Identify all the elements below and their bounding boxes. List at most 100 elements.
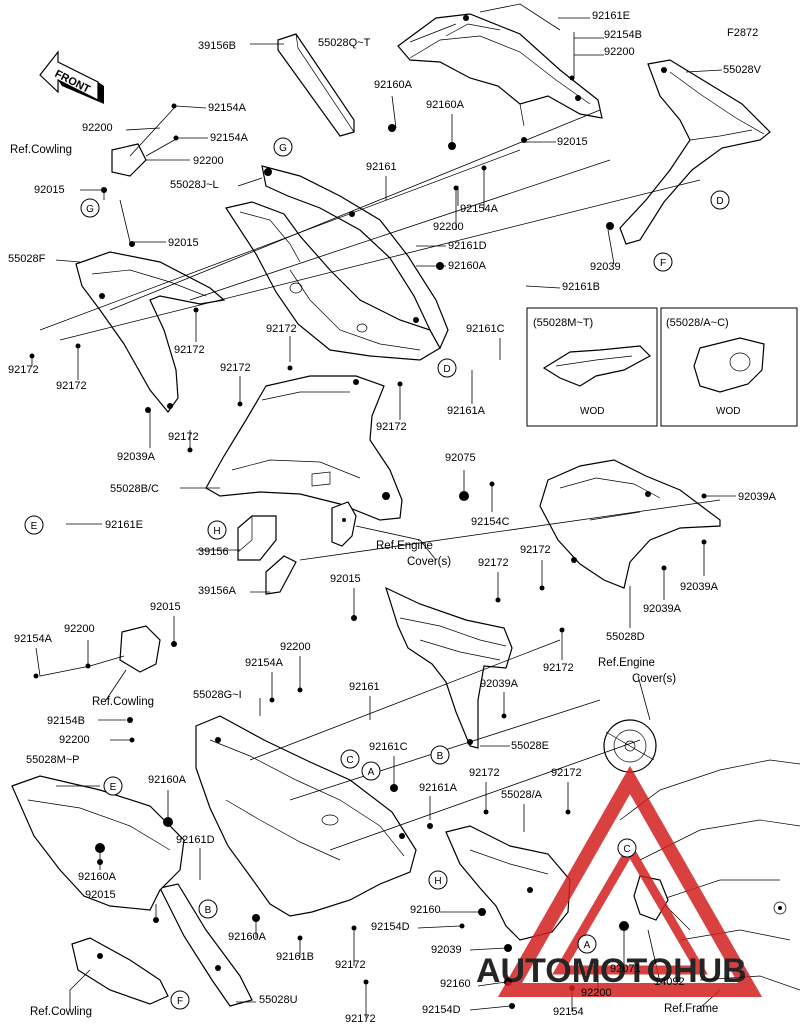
callout-letter-text: B [437, 751, 444, 762]
part-number-label: 92161C [466, 323, 505, 335]
part-number-label: 92154B [604, 29, 642, 41]
part-number-label: 92015 [150, 601, 181, 613]
part-number-label: 92039A [738, 491, 777, 503]
part-number-label: 92172 [8, 364, 39, 376]
part-number-label: 92039A [680, 581, 719, 593]
reference-label: Ref.Engine [376, 540, 433, 552]
part-number-label: 92154D [371, 921, 410, 933]
part-number-label: 92039 [590, 261, 621, 273]
inset-title-left: (55028M~T) [533, 317, 593, 329]
side-cowl-55028d-part [539, 459, 721, 589]
part-number-label: 92154B [47, 715, 85, 727]
part-number-label: 55028G~I [193, 689, 242, 701]
part-number-label: 92154C [471, 516, 510, 528]
inset-title-right: (55028/A~C) [666, 317, 729, 329]
part-number-label: 92161 [349, 681, 380, 693]
part-number-label: 92161A [447, 405, 486, 417]
callout-circle [653, 252, 673, 272]
pad-39156a-part [265, 555, 297, 595]
callout-letter: G [80, 198, 100, 218]
engine-cover-ref-part [603, 719, 657, 773]
part-number-label: 92154A [210, 132, 249, 144]
part-number-label: 92161C [369, 741, 408, 753]
part-number-label: 39156 [198, 546, 229, 558]
callout-letter-text: A [584, 940, 591, 951]
part-number-label: 92172 [335, 959, 366, 971]
part-number-label: 92161B [276, 951, 314, 963]
ref-cowling-lower-part [71, 937, 169, 1005]
part-number-label: 92154A [460, 203, 499, 215]
part-number-label: 55028J~L [170, 179, 219, 191]
part-number-label: 55028D [606, 631, 645, 643]
part-number-label: 92015 [85, 889, 116, 901]
callout-circle [207, 520, 227, 540]
part-number-label: 92200 [604, 46, 635, 58]
part-number-label: 92160A [448, 260, 487, 272]
side-panel-55028jkl-part [225, 165, 449, 361]
callout-circle [428, 870, 448, 890]
callout-circle [577, 934, 597, 954]
part-number-label: 92172 [174, 344, 205, 356]
front-arrow-icon: FRONT [39, 50, 104, 104]
callout-letter-text: C [346, 755, 353, 766]
part-number-label: 92200 [59, 734, 90, 746]
part-number-label: 92172 [220, 362, 251, 374]
callout-circle [617, 838, 637, 858]
upper-cowl-part [397, 13, 603, 127]
callout-circle [80, 198, 100, 218]
inset-box-right: (55028/A~C) WOD [660, 307, 798, 427]
part-number-label: 92161 [366, 161, 397, 173]
watermark-logo: AUTOMOTOHUB [476, 765, 763, 997]
figure-id: F2872 [727, 27, 758, 39]
callout-letter-text: H [434, 876, 441, 887]
reference-label: Ref.Frame [664, 1003, 718, 1015]
part-number-label: 92039A [643, 603, 682, 615]
part-number-label: 92039A [117, 451, 156, 463]
leader-lines [31, 3, 736, 1018]
callout-letter-text: H [213, 526, 220, 537]
part-number-label: 92200 [581, 987, 612, 999]
callout-letter: G [273, 137, 293, 157]
callout-letter-text: D [443, 364, 450, 375]
part-number-label: 92200 [82, 122, 113, 134]
pad-39156b-part [277, 33, 355, 137]
part-number-label: 92160 [440, 978, 471, 990]
side-cowl-55028v-part [619, 59, 771, 245]
callout-circle [103, 776, 123, 796]
part-number-label: 92161A [419, 782, 458, 794]
callout-circle [710, 190, 730, 210]
reference-label: Ref.Engine [598, 657, 655, 669]
side-piece-55028f-part [75, 251, 226, 413]
part-number-label: 39156A [198, 585, 237, 597]
part-number-label: 92154A [245, 657, 284, 669]
part-number-label: 92015 [168, 237, 199, 249]
ref-cowling-bracket-lower-part [119, 625, 161, 673]
reference-label: Ref.Cowling [30, 1006, 92, 1018]
part-number-label: 55028M~P [26, 754, 80, 766]
undercowl-55028a-part [445, 825, 571, 941]
part-number-label: 92172 [376, 421, 407, 433]
part-number-label: 92172 [543, 662, 574, 674]
callout-circle [273, 137, 293, 157]
part-number-label: 92015 [330, 573, 361, 585]
part-number-label: 92154A [14, 633, 53, 645]
inset-variant-right: WOD [716, 406, 740, 417]
part-number-label: 92161D [176, 834, 215, 846]
part-number-label: 92039A [480, 678, 519, 690]
part-number-label: 92160A [78, 871, 117, 883]
lower-center-55028e-part [385, 586, 513, 749]
callout-letter: F [653, 252, 673, 272]
part-number-label: 92160A [228, 931, 267, 943]
part-number-label: 55028E [511, 740, 549, 752]
pad-39156-part [237, 515, 277, 561]
part-number-label: 14092 [654, 976, 685, 988]
callout-letter: F [170, 990, 190, 1010]
part-number-label: 55028/A [501, 789, 543, 801]
callout-letter-text: A [368, 767, 375, 778]
callout-letter: A [361, 761, 381, 781]
reference-label: Cover(s) [632, 673, 676, 685]
callout-letter: B [430, 745, 450, 765]
callout-letter-text: E [110, 782, 117, 793]
part-number-label: 55028B/C [110, 483, 159, 495]
